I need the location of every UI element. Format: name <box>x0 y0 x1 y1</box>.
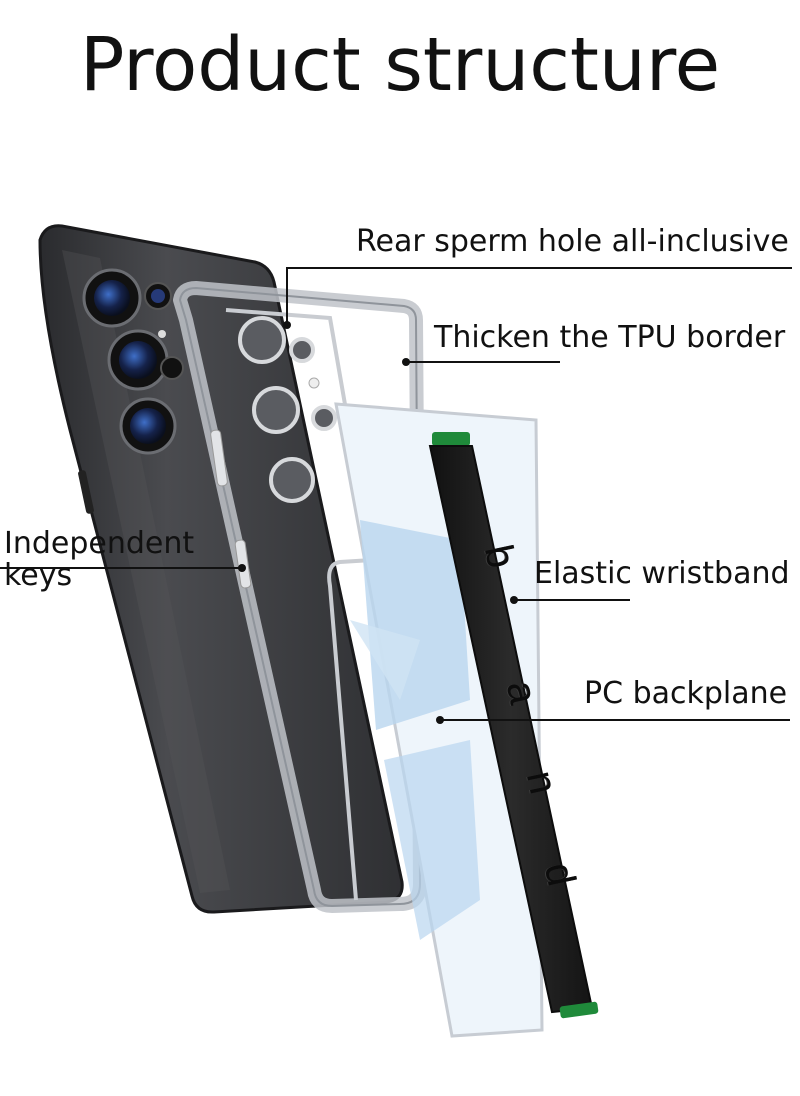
label-backplane: PC backplane <box>584 676 788 711</box>
label-keys-line2: keys <box>4 558 73 593</box>
label-rear-hole: Rear sperm hole all-inclusive <box>356 224 789 259</box>
leader-rear-hole <box>286 267 792 325</box>
marker-backplane <box>436 716 444 724</box>
label-keys-line1: Independent <box>4 526 195 561</box>
page-title: Product structure <box>79 22 721 108</box>
label-tpu-border: Thicken the TPU border <box>434 320 786 355</box>
marker-wristband <box>510 596 518 604</box>
marker-keys <box>238 564 246 572</box>
marker-rear-hole <box>283 321 291 329</box>
label-wristband: Elastic wristband <box>534 556 790 591</box>
elastic-wristband <box>428 432 599 1019</box>
leader-lines <box>0 267 792 721</box>
marker-tpu-border <box>402 358 410 366</box>
phone-camera-lenses <box>82 268 184 455</box>
